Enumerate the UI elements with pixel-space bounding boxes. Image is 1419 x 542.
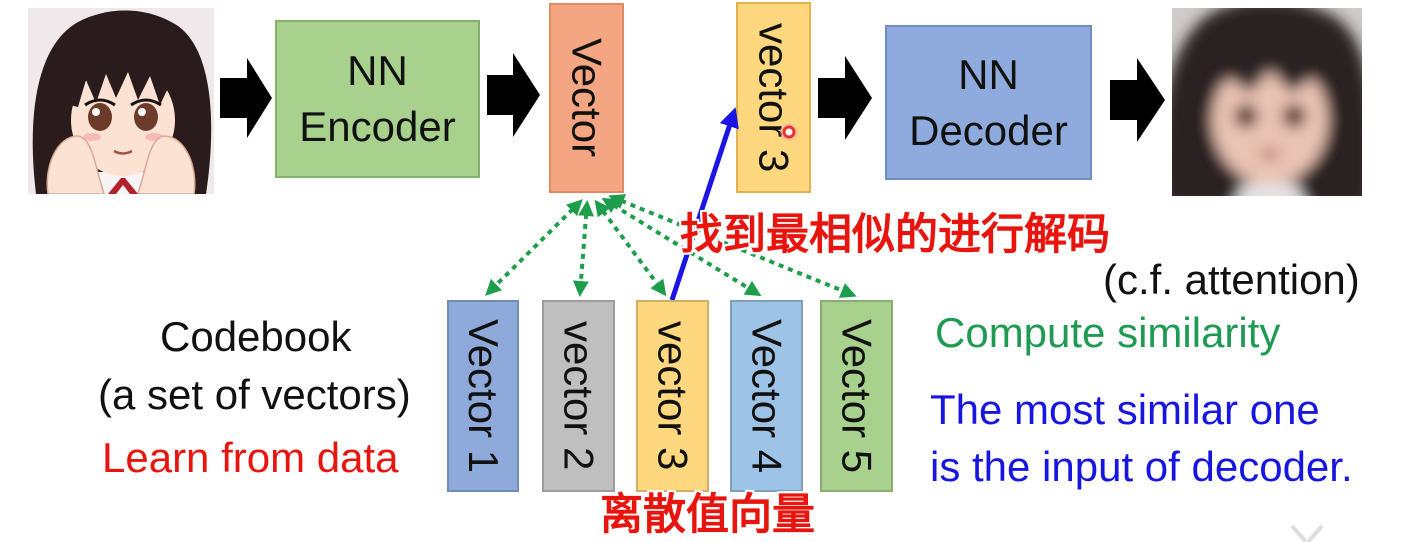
mouth	[113, 149, 133, 155]
flow-arrow-3	[818, 56, 872, 140]
encoder-label-line1: NN	[347, 47, 408, 94]
codebook-vector-1: Vector 1	[447, 300, 519, 492]
decoder-input-vector: vector 3	[736, 2, 811, 193]
selection-arrow	[669, 107, 739, 301]
nn-decoder-box: NN Decoder	[885, 25, 1092, 180]
bangs	[66, 34, 182, 107]
similarity-arrow-1	[485, 199, 583, 296]
codebook-title: Codebook	[160, 313, 352, 360]
mouth	[1260, 149, 1280, 159]
face	[1212, 56, 1328, 184]
right-eye	[1282, 104, 1306, 128]
input-image	[28, 8, 214, 194]
encoder-output-label: Vector	[563, 38, 611, 158]
codebook-learn-note: Learn from data	[102, 434, 399, 481]
codebook-vector-label: Vector 1	[460, 318, 507, 474]
flow-arrow-2	[487, 53, 540, 137]
cf-attention-note: (c.f. attention)	[1103, 256, 1360, 303]
eyes	[84, 98, 162, 131]
right-hand	[137, 135, 196, 194]
left-hand	[46, 135, 105, 194]
ribbon	[108, 178, 138, 194]
codebook-vector-label: Vector 4	[743, 318, 791, 474]
anime-portrait	[28, 8, 214, 194]
blush-left	[83, 133, 101, 141]
codebook-vector-2: vector 2	[542, 300, 615, 492]
bangs	[1207, 30, 1332, 98]
encoder-output-vector: Vector	[549, 3, 624, 193]
codebook-vector-label: vector 3	[649, 321, 697, 471]
most-similar-note-line1: The most similar one	[930, 386, 1320, 433]
shirt-collar	[1237, 183, 1303, 196]
compute-similarity-note: Compute similarity	[935, 309, 1281, 356]
decoder-input-label: vector 3	[750, 22, 798, 173]
similarity-arrow-2	[572, 200, 595, 297]
similarity-arrow-3	[594, 199, 667, 297]
blurred-portrait	[1172, 8, 1362, 196]
flow-arrow-4	[1110, 58, 1165, 142]
flow-arrow-1	[220, 58, 272, 138]
codebook-vector-label: vector 2	[555, 321, 603, 471]
codebook-vector-5: Vector 5	[820, 300, 893, 492]
codebook-vector-label: Vector 5	[833, 318, 881, 474]
most-similar-note-line2: is the input of decoder.	[930, 443, 1353, 490]
codebook-vector-4: Vector 4	[730, 300, 803, 492]
discrete-vectors-annotation: 离散值向量	[600, 490, 815, 540]
encoder-label-line2: Encoder	[299, 103, 456, 150]
codebook-subtitle: (a set of vectors)	[98, 371, 411, 418]
find-most-similar-annotation: 找到最相似的进行解码	[680, 210, 1110, 260]
watermark-icon	[1290, 524, 1324, 542]
left-eye	[1234, 104, 1258, 128]
nn-encoder-box: NN Encoder	[275, 20, 480, 178]
codebook-vector-3: vector 3	[636, 300, 709, 492]
decoder-label-line1: NN	[958, 50, 1019, 98]
reconstructed-image	[1172, 8, 1362, 196]
decoder-label-line2: Decoder	[909, 106, 1068, 154]
